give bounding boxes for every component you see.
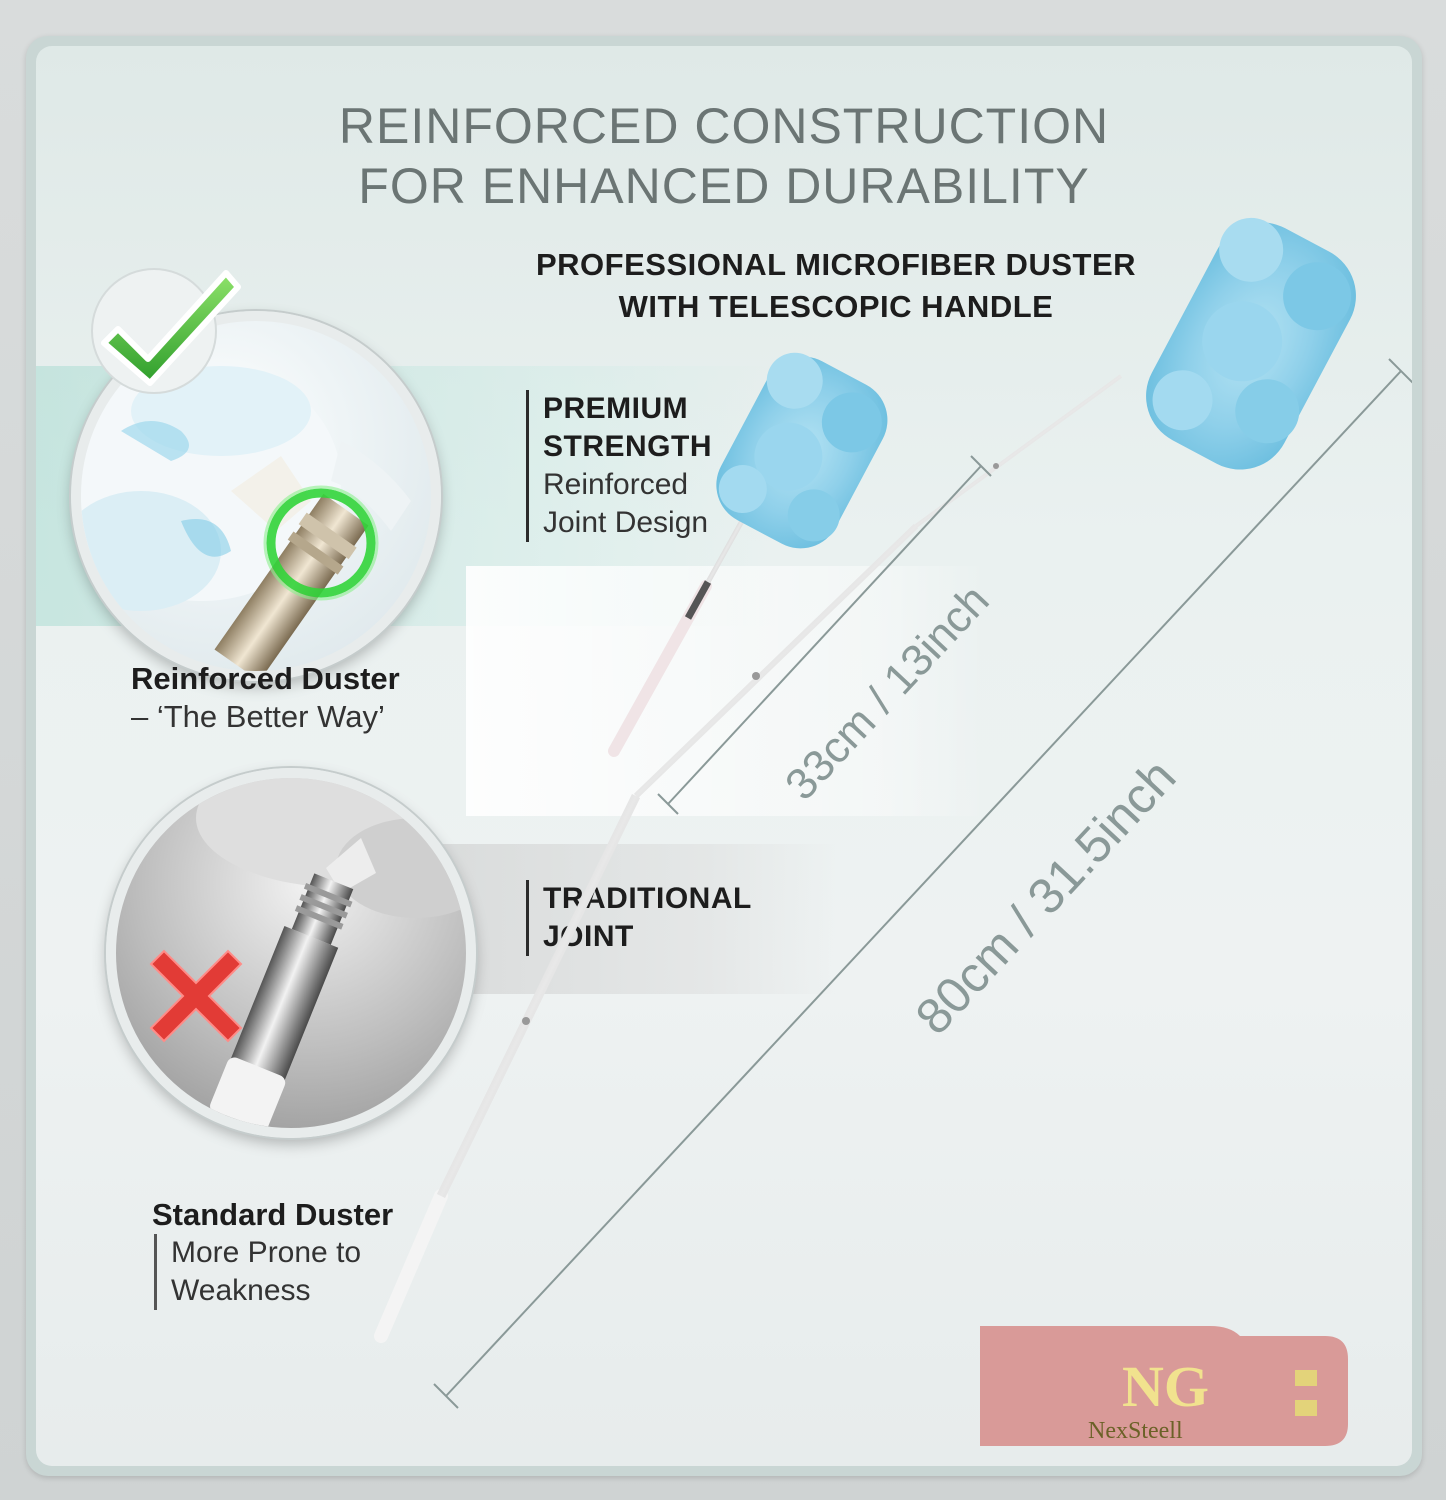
reinforced-duster-caption: Reinforced Duster – ‘The Better Way’ [131, 660, 400, 736]
standard-duster-desc-line-2: Weakness [171, 1274, 311, 1307]
short-dimension-line [657, 455, 992, 815]
long-dimension-line [433, 358, 1412, 1409]
nexsteell-logo: NG NexSteell [980, 1326, 1348, 1446]
reinforced-joint-illustration [81, 361, 411, 671]
gray-highlight-band [416, 844, 836, 994]
standard-duster-caption: Standard Duster [152, 1196, 393, 1234]
subhead-line-1: PROFESSIONAL MICROFIBER DUSTER [535, 247, 1137, 282]
brand-monogram: NG [1122, 1354, 1209, 1419]
standard-duster-title: Standard Duster [152, 1197, 394, 1232]
standard-joint-closeup [106, 768, 476, 1138]
brand-name: NexSteell [1088, 1418, 1183, 1444]
check-mark-icon [91, 268, 241, 394]
long-duster [374, 217, 1356, 1343]
white-highlight-band [466, 566, 986, 816]
image-frame: REINFORCED CONSTRUCTION FOR ENHANCED DUR… [26, 36, 1422, 1476]
reinforced-duster-title: Reinforced Duster [131, 661, 400, 696]
duster-illustration [374, 217, 1412, 1409]
standard-duster-desc-line-1: More Prone to [171, 1236, 362, 1269]
reinforced-joint-closeup [71, 311, 441, 681]
subhead-line-2: WITH TELESCOPIC HANDLE [618, 289, 1054, 324]
headline-line-1: REINFORCED CONSTRUCTION [338, 98, 1110, 154]
reinforced-duster-subtitle: – ‘The Better Way’ [131, 699, 385, 734]
content-panel: REINFORCED CONSTRUCTION FOR ENHANCED DUR… [36, 46, 1412, 1466]
premium-title-line-2: STRENGTH [543, 430, 712, 463]
standard-duster-desc: More Prone to Weakness [154, 1234, 361, 1310]
short-duster [608, 352, 888, 757]
premium-strength-callout: PREMIUM STRENGTH Reinforced Joint Design [526, 390, 712, 542]
headline-line-2: FOR ENHANCED DURABILITY [358, 158, 1090, 214]
premium-desc-line-2: Joint Design [543, 506, 709, 539]
premium-title-line-1: PREMIUM [543, 392, 689, 425]
cross-mark-icon [149, 949, 243, 1043]
premium-desc-line-1: Reinforced [543, 468, 689, 501]
